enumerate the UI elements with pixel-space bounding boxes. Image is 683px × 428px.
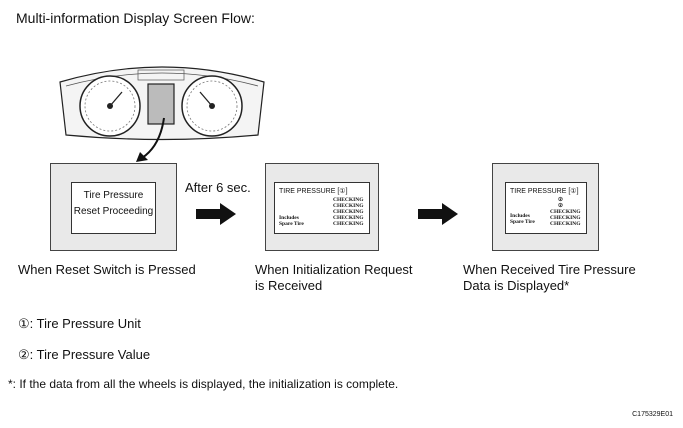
checking-row: CHECKING [550,209,581,215]
reset-proceeding-label: Reset Proceeding [73,206,154,217]
caption-data-displayed: When Received Tire Pressure Data is Disp… [463,262,636,294]
flow-arrow [418,203,458,225]
instrument-cluster-illustration [59,66,265,162]
legend-pressure-unit: ①: Tire Pressure Unit [18,316,141,331]
pressure-value-mark: ② [558,197,563,203]
spare-tire-label: Spare Tire [510,219,535,225]
includes-label: Includes [510,213,530,219]
pressure-unit-icon: ① [339,188,346,195]
after-delay-label: After 6 sec. [185,180,251,195]
display-screen-reset: Tire Pressure Reset Proceeding [50,163,177,251]
caption-initialization: When Initialization Request is Received [255,262,413,294]
pressure-unit-icon: ① [570,188,577,195]
checking-row: CHECKING [333,221,364,227]
includes-label: Includes [279,215,299,221]
display-screen-initialization-panel: TIRE PRESSURE [①] CHECKING CHECKING CHEC… [274,182,370,234]
display-screen-data-panel: TIRE PRESSURE [①] ② ② CHECKING CHECKING … [505,182,587,234]
checking-column: CHECKING CHECKING CHECKING [550,209,581,227]
tire-pressure-header: TIRE PRESSURE [ [279,188,340,195]
caption-initialization-line1: When Initialization Request [255,262,413,277]
display-screen-data: TIRE PRESSURE [①] ② ② CHECKING CHECKING … [492,163,599,251]
tire-pressure-label: Tire Pressure [83,190,144,201]
header-bracket: ] [345,188,348,195]
pressure-value-mark: ② [558,203,563,209]
checking-column: CHECKING CHECKING CHECKING CHECKING CHEC… [333,197,364,227]
display-screen-reset-panel: Tire Pressure Reset Proceeding [71,182,156,234]
display-screen-initialization: TIRE PRESSURE [①] CHECKING CHECKING CHEC… [265,163,379,251]
flow-arrow [196,203,236,225]
checking-row: CHECKING [333,215,364,221]
checking-row: CHECKING [333,203,364,209]
checking-row: CHECKING [550,221,581,227]
spare-tire-label: Spare Tire [279,221,304,227]
checking-row: CHECKING [333,209,364,215]
legend-pressure-value: ②: Tire Pressure Value [18,347,151,362]
caption-initialization-line2: is Received [255,278,323,293]
header-bracket: ] [576,188,579,195]
page-title: Multi-information Display Screen Flow: [16,10,255,26]
tire-pressure-header: TIRE PRESSURE [ [510,188,571,195]
caption-data-displayed-line2: Data is Displayed* [463,278,570,293]
figure-code: C175329E01 [632,411,673,418]
footnote: *: If the data from all the wheels is di… [8,377,399,391]
checking-row: CHECKING [550,215,581,221]
caption-reset-switch: When Reset Switch is Pressed [18,262,196,277]
caption-data-displayed-line1: When Received Tire Pressure [463,262,636,277]
checking-row: CHECKING [333,197,364,203]
